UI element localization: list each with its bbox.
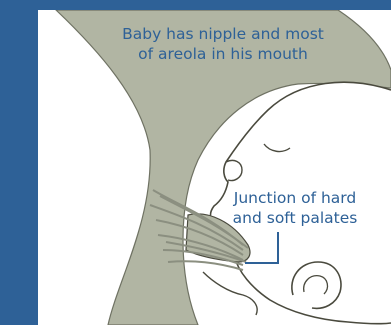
label-nipple-areola-line1: Baby has nipple and most — [98, 24, 348, 44]
label-nipple-areola-line2: of areola in his mouth — [98, 44, 348, 64]
label-palate-junction-line2: and soft palates — [210, 208, 380, 228]
label-palate-junction: Junction of hard and soft palates — [210, 188, 380, 228]
label-palate-junction-line1: Junction of hard — [210, 188, 380, 208]
illustration-panel: Baby has nipple and most of areola in hi… — [38, 10, 391, 325]
label-nipple-areola: Baby has nipple and most of areola in hi… — [98, 24, 348, 64]
